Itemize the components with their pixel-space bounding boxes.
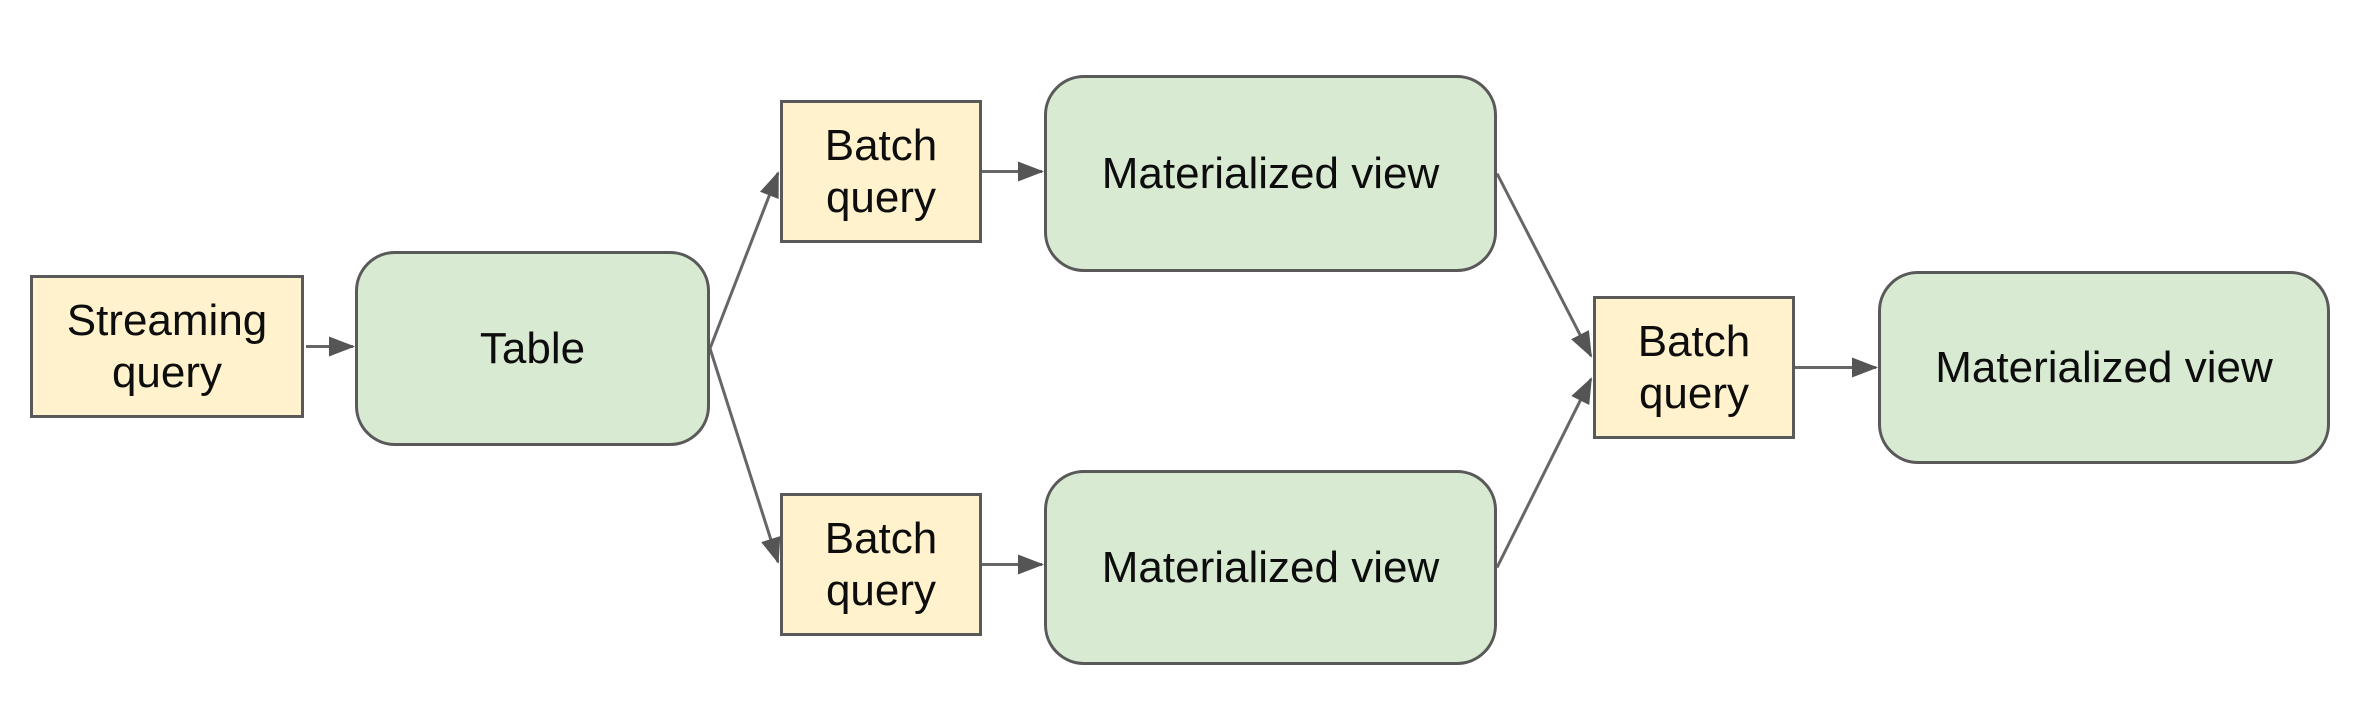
- node-batch-query-right-label: Batch query: [1637, 317, 1751, 418]
- edge-materialized-view-bottom-to-batch-query: [1495, 377, 1593, 569]
- node-materialized-view-right: Materialized view: [1878, 271, 2330, 464]
- node-batch-query-top-label: Batch query: [824, 121, 938, 222]
- node-batch-query-right: Batch query: [1593, 296, 1795, 439]
- node-batch-query-bottom: Batch query: [780, 493, 982, 636]
- node-materialized-view-top: Materialized view: [1044, 75, 1497, 272]
- node-streaming-query-label: Streaming query: [66, 296, 268, 397]
- node-table-label: Table: [479, 323, 586, 373]
- node-batch-query-top: Batch query: [780, 100, 982, 243]
- node-materialized-view-right-label: Materialized view: [1935, 342, 2273, 392]
- edge-table-to-batch-query-bottom: [708, 348, 781, 564]
- edge-table-to-batch-query-top: [708, 171, 780, 350]
- edge-materialized-view-top-to-batch-query: [1495, 172, 1593, 358]
- node-table: Table: [355, 251, 710, 446]
- node-materialized-view-top-label: Materialized view: [1101, 148, 1440, 198]
- node-streaming-query: Streaming query: [30, 275, 304, 418]
- node-materialized-view-bottom-label: Materialized view: [1101, 542, 1440, 592]
- node-batch-query-bottom-label: Batch query: [824, 514, 938, 615]
- node-materialized-view-bottom: Materialized view: [1044, 470, 1497, 665]
